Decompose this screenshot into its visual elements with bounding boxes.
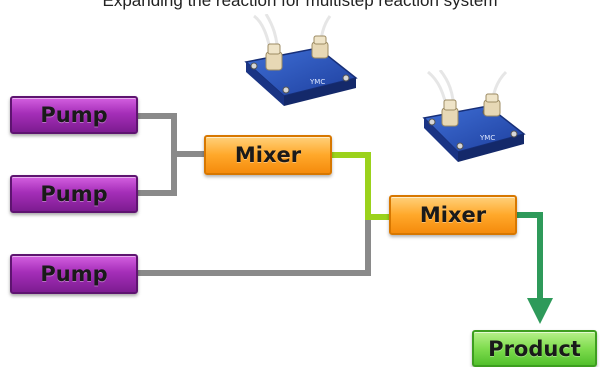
line-pump3-mixer2 (137, 214, 390, 276)
mixer-node-1: Mixer (204, 135, 332, 175)
mixer-label: Mixer (234, 143, 302, 167)
line-pump1-mixer1 (137, 113, 205, 157)
mixer-node-2: Mixer (389, 195, 517, 235)
pump-node-2: Pump (10, 175, 138, 213)
mixer-label: Mixer (419, 203, 487, 227)
pump-label: Pump (40, 103, 108, 127)
device-label: YMC (479, 134, 495, 142)
device-label: YMC (309, 78, 325, 86)
line-mixer1-mixer2 (332, 152, 390, 220)
product-label: Product (488, 336, 581, 361)
microreactor-device-1: YMC (244, 14, 358, 106)
pump-label: Pump (40, 262, 108, 286)
product-node: Product (472, 330, 597, 367)
line-pump2-mixer1 (137, 154, 177, 196)
microreactor-device-2: YMC (422, 70, 526, 162)
diagram-caption: Expanding the reaction for multistep rea… (102, 0, 498, 10)
pump-label: Pump (40, 182, 108, 206)
pump-node-1: Pump (10, 96, 138, 134)
line-mixer2-product (516, 212, 543, 303)
arrow-to-product (527, 298, 553, 324)
pump-node-3: Pump (10, 254, 138, 294)
